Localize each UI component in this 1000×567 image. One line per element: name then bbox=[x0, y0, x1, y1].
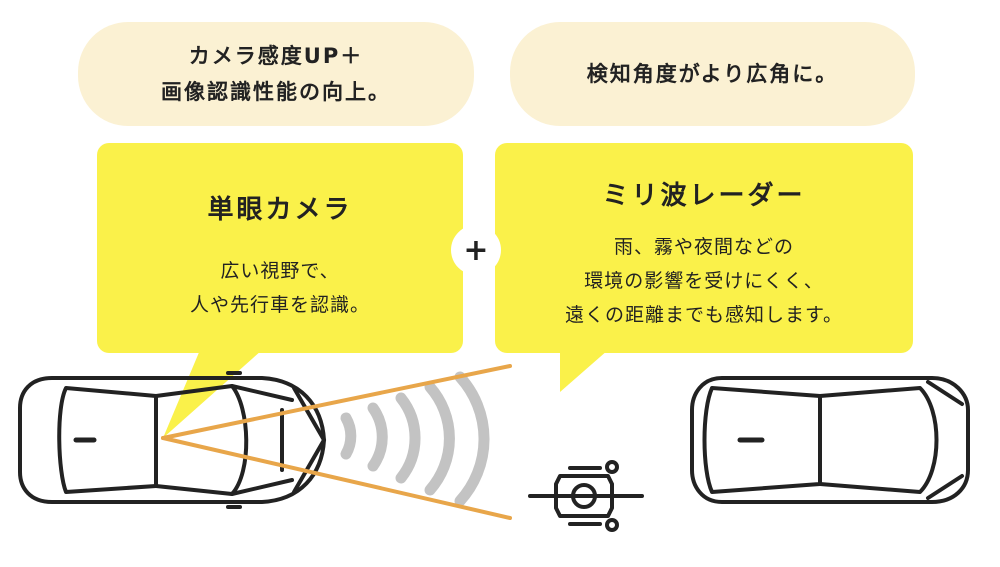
plus-icon: + bbox=[451, 225, 501, 275]
radar-wave-2 bbox=[367, 402, 388, 472]
monocular-camera-callout: 単眼カメラ 広い視野で、 人や先行車を認識。 bbox=[97, 143, 463, 353]
detection-line-lower bbox=[161, 436, 512, 520]
monocular-camera-title: 単眼カメラ bbox=[207, 195, 353, 225]
detection-line-upper bbox=[161, 364, 512, 440]
radar-callout-tail bbox=[560, 350, 608, 392]
bicycle-rider bbox=[528, 460, 644, 532]
radar-line-2: 環境の影響を受けにくく、 bbox=[584, 270, 824, 292]
monocular-camera-line-1: 広い視野で、 bbox=[220, 260, 340, 282]
camera-upgrade-line-1: カメラ感度UP＋ bbox=[188, 44, 364, 68]
radar-wave-5 bbox=[454, 371, 490, 507]
vehicle-ahead bbox=[690, 376, 970, 504]
radar-wave-3 bbox=[395, 392, 421, 484]
radar-upgrade-pill: 検知角度がより広角に。 bbox=[510, 22, 915, 126]
radar-upgrade-text: 検知角度がより広角に。 bbox=[586, 62, 839, 86]
camera-upgrade-pill: カメラ感度UP＋ 画像認識性能の向上。 bbox=[78, 22, 474, 126]
detection-lines bbox=[161, 364, 512, 520]
radar-wave-4 bbox=[424, 381, 455, 496]
radar-title: ミリ波レーダー bbox=[602, 181, 806, 211]
radar-description: 雨、霧や夜間などの 環境の影響を受けにくく、 遠くの距離までも感知します。 bbox=[495, 230, 913, 332]
radar-line-1: 雨、霧や夜間などの bbox=[613, 236, 794, 258]
camera-upgrade-line-2: 画像認識性能の向上。 bbox=[161, 80, 391, 104]
radar-wave-1 bbox=[340, 412, 357, 460]
monocular-camera-description: 広い視野で、 人や先行車を認識。 bbox=[97, 254, 463, 322]
radar-waves bbox=[340, 371, 490, 507]
monocular-camera-line-2: 人や先行車を認識。 bbox=[189, 294, 370, 316]
radar-line-3: 遠くの距離までも感知します。 bbox=[564, 304, 844, 326]
own-car bbox=[18, 371, 326, 509]
radar-callout: ミリ波レーダー 雨、霧や夜間などの 環境の影響を受けにくく、 遠くの距離までも感… bbox=[495, 143, 913, 353]
